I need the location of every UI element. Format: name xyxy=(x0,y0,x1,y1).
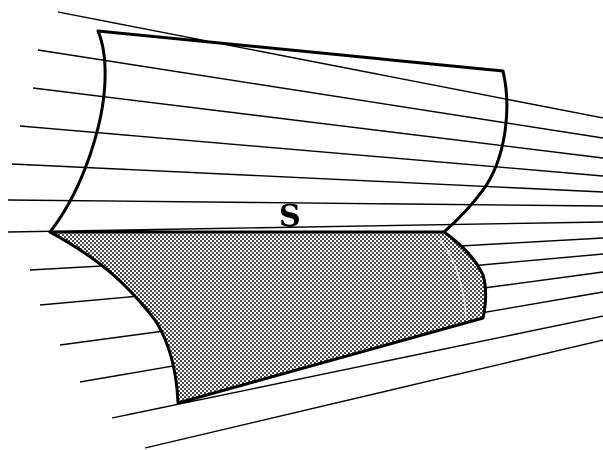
shaded-ridge xyxy=(439,239,467,319)
fan-line xyxy=(144,339,603,449)
fan-line xyxy=(11,163,603,193)
fan-line xyxy=(111,315,603,419)
fan-line xyxy=(7,199,603,207)
fan-line xyxy=(37,49,603,139)
surface-label-s: S xyxy=(279,199,301,234)
fan-line xyxy=(57,11,603,119)
fan-lines xyxy=(7,11,603,449)
fan-line xyxy=(7,221,603,233)
fan-line xyxy=(19,125,603,177)
fan-line xyxy=(32,87,603,159)
lower-surface xyxy=(48,230,488,405)
